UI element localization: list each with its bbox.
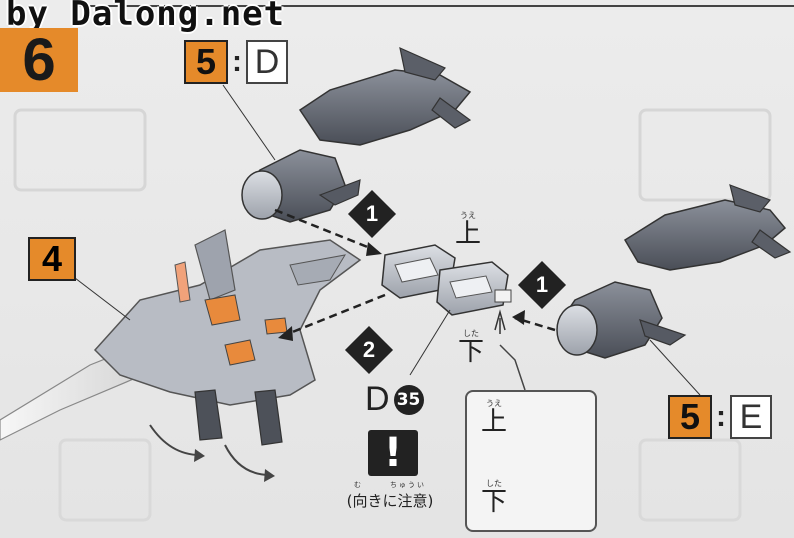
step-number: 6	[0, 28, 78, 92]
part-letter: D	[365, 380, 390, 418]
orientation-inset: うえ 上 した 下	[465, 390, 597, 532]
badge-label: 1	[535, 272, 549, 297]
tag-letter: E	[730, 395, 772, 439]
booster-part-d	[222, 46, 472, 223]
assembly-arrows	[274, 208, 556, 337]
kanji-down: 下	[458, 337, 485, 367]
label-up: うえ 上	[455, 211, 482, 249]
main-body-part	[0, 229, 362, 482]
booster-part-e	[556, 184, 792, 396]
kanji-down: 下	[481, 487, 508, 517]
caution-icon: !	[368, 430, 418, 476]
step-badge-1-left: 1	[347, 189, 397, 239]
ruby-up: うえ	[460, 211, 476, 220]
tag-number: 5	[668, 395, 712, 439]
badge-label: 1	[365, 201, 379, 226]
caution-note: む ちゅうい (向きに注意)	[330, 480, 450, 511]
badge-label: 2	[362, 337, 376, 362]
part-tag-5e: 5 : E	[668, 395, 772, 439]
kanji-up: 上	[455, 219, 482, 249]
ruby-down: した	[463, 329, 479, 338]
part-tag-4: 4	[28, 237, 76, 281]
ruby-up: うえ	[486, 399, 502, 408]
step-badge-1-right: 1	[517, 260, 567, 310]
label-down: した 下	[458, 329, 485, 367]
kanji-up: 上	[481, 407, 508, 437]
ruby-down: した	[486, 479, 502, 488]
caution-text: (向きに注意)	[346, 492, 434, 510]
tag-colon: :	[232, 45, 242, 78]
part-tag-5d: 5 : D	[184, 40, 288, 84]
step-badge-2: 2	[344, 325, 394, 375]
part-label-d35: D 35	[365, 380, 424, 419]
caution-ruby: む ちゅうい	[354, 481, 426, 489]
tag-colon: :	[716, 400, 726, 433]
tag-letter: D	[246, 40, 288, 84]
connector-part-d35	[381, 244, 512, 376]
inset-label-up: うえ 上	[481, 399, 508, 437]
part-number: 35	[393, 384, 424, 415]
inset-label-down: した 下	[481, 479, 508, 517]
tag-number: 5	[184, 40, 228, 84]
